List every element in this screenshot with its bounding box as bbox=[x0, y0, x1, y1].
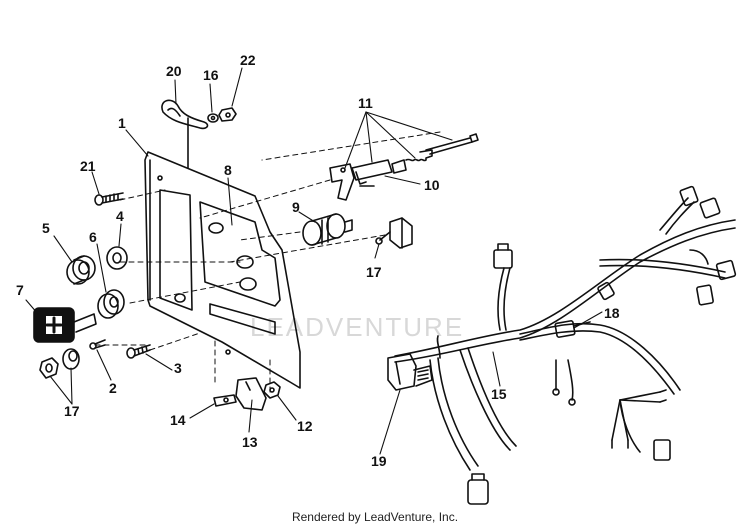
callout-labels: 1 2 3 4 5 6 7 8 9 10 11 12 13 14 15 16 1… bbox=[16, 52, 620, 469]
callout-20: 20 bbox=[166, 63, 182, 79]
callout-15: 15 bbox=[491, 386, 507, 402]
wiring-harness bbox=[394, 197, 736, 471]
callout-22: 22 bbox=[240, 52, 256, 68]
callout-1: 1 bbox=[118, 115, 126, 131]
bolt-3 bbox=[126, 344, 151, 359]
nut-6 bbox=[97, 289, 125, 319]
callout-2: 2 bbox=[109, 380, 117, 396]
callout-10: 10 bbox=[424, 177, 440, 193]
callout-18: 18 bbox=[604, 305, 620, 321]
callout-14: 14 bbox=[170, 412, 186, 428]
washer-4 bbox=[106, 246, 128, 270]
solenoid-assembly bbox=[329, 133, 479, 201]
callout-17-toggle: 17 bbox=[366, 264, 382, 280]
washer-16 bbox=[207, 113, 219, 123]
bolt-2 bbox=[89, 339, 106, 350]
toggle-switch-17 bbox=[375, 217, 413, 249]
callout-19: 19 bbox=[371, 453, 387, 469]
callout-5: 5 bbox=[42, 220, 50, 236]
callout-16: 16 bbox=[203, 67, 219, 83]
spring-clip bbox=[161, 99, 209, 130]
callout-4: 4 bbox=[116, 208, 124, 224]
callout-13: 13 bbox=[242, 434, 258, 450]
callout-3: 3 bbox=[174, 360, 182, 376]
callout-8: 8 bbox=[224, 162, 232, 178]
nut-17-lower bbox=[39, 348, 80, 379]
ignition-switch-9 bbox=[302, 213, 353, 246]
screw-21 bbox=[94, 192, 124, 206]
mounting-plate bbox=[144, 117, 301, 389]
callout-17-lower: 17 bbox=[64, 403, 80, 419]
harness-connectors bbox=[387, 185, 737, 505]
callout-11: 11 bbox=[358, 95, 373, 111]
relay-bracket bbox=[213, 377, 267, 411]
nut-12 bbox=[263, 381, 281, 399]
callout-9: 9 bbox=[292, 199, 300, 215]
callout-21: 21 bbox=[80, 158, 96, 174]
callout-12: 12 bbox=[297, 418, 313, 434]
nut-22 bbox=[218, 107, 237, 122]
callout-7: 7 bbox=[16, 282, 24, 298]
footer-credit: Rendered by LeadVenture, Inc. bbox=[291, 510, 459, 524]
nut-5 bbox=[66, 255, 96, 285]
leader-lines bbox=[25, 67, 603, 455]
callout-6: 6 bbox=[89, 229, 97, 245]
switch-7 bbox=[33, 307, 97, 343]
watermark: LEADVENTURE bbox=[250, 312, 465, 342]
